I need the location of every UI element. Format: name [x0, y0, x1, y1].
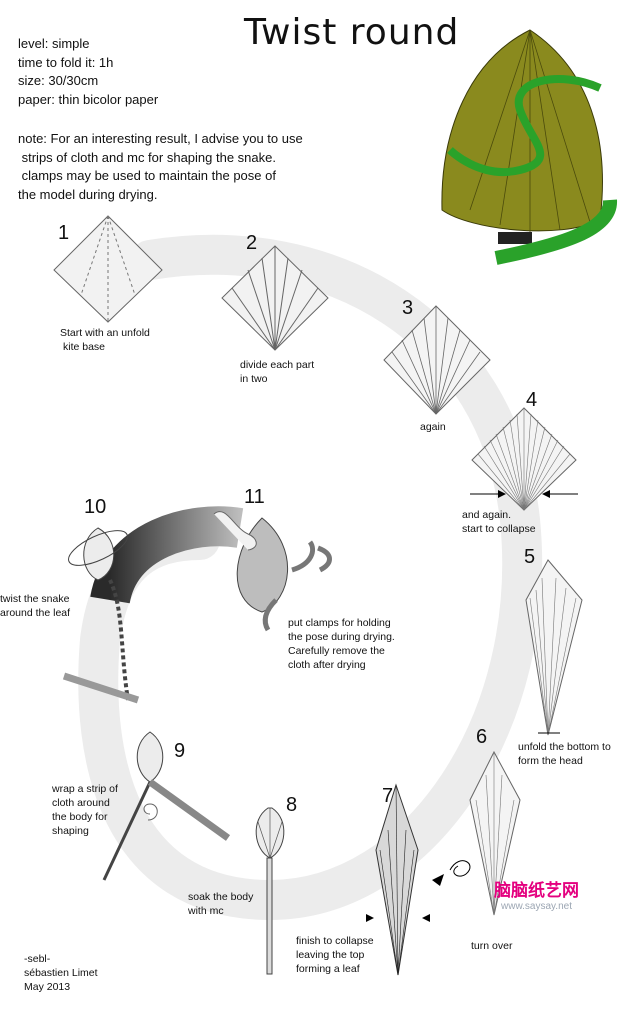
step-caption: unfold the bottom to form the head	[518, 740, 611, 768]
info-size: size: 30/30cm	[18, 73, 99, 88]
step-11-figure	[213, 511, 332, 632]
caption-line: Carefully remove the	[288, 645, 385, 657]
caption-line: form the head	[518, 755, 583, 767]
note-text: note: For an interesting result, I advis…	[18, 130, 378, 204]
caption-line: shaping	[52, 825, 89, 837]
caption-line: finish to collapse	[296, 935, 374, 947]
step-caption: turn over	[471, 939, 512, 953]
caption-line: start to collapse	[462, 523, 536, 535]
caption-line: the pose during drying.	[288, 631, 395, 643]
caption-line: and again.	[462, 509, 512, 521]
step-number: 10	[84, 496, 107, 518]
step-10-figure	[62, 527, 140, 704]
caption-line: in two	[240, 373, 268, 385]
step-number: 2	[246, 232, 258, 254]
note-line: strips of cloth and mc for shaping the s…	[18, 149, 276, 165]
step-number: 7	[382, 785, 394, 807]
step-caption: wrap a strip of cloth around the body fo…	[52, 782, 118, 838]
watermark-site-name: 脑脑纸艺网	[494, 881, 579, 900]
step-9-figure	[102, 731, 231, 881]
caption-line: around the leaf	[0, 607, 71, 619]
step-number: 6	[476, 726, 488, 748]
step-caption: divide each part in two	[240, 358, 314, 386]
caption-line: leaving the top	[296, 949, 365, 961]
watermark-url: www.saysay.net	[501, 901, 572, 912]
credit-line: sébastien Limet	[24, 967, 98, 979]
step-8-figure	[255, 807, 285, 975]
step-1-figure	[53, 215, 163, 323]
step-number: 8	[286, 794, 298, 816]
step-5-figure	[525, 559, 583, 736]
caption-line: cloth after drying	[288, 659, 366, 671]
step-caption: twist the snake around the leaf	[0, 592, 70, 620]
step-2-figure	[221, 245, 329, 351]
caption-line: forming a leaf	[296, 963, 360, 975]
step-7-figure	[366, 783, 430, 976]
step-caption: again	[420, 420, 446, 434]
credits: -sebl- sébastien Limet May 2013	[24, 952, 98, 994]
step-caption: finish to collapse leaving the top formi…	[296, 934, 374, 976]
step-3-figure	[383, 305, 491, 415]
caption-line: Start with an unfold	[60, 327, 150, 339]
info-time: time to fold it: 1h	[18, 54, 114, 70]
step-number: 11	[244, 486, 265, 508]
caption-line: again	[420, 421, 446, 433]
step-number: 4	[526, 389, 538, 411]
caption-line: turn over	[471, 940, 513, 952]
credit-line: -sebl-	[24, 953, 51, 965]
info-level: level: simple	[18, 36, 90, 51]
caption-line: put clamps for holding	[288, 617, 391, 629]
step-number: 1	[58, 222, 70, 244]
caption-line: divide each part	[240, 359, 315, 371]
caption-line: wrap a strip of	[52, 783, 118, 795]
note-line: note: For an interesting result, I advis…	[18, 131, 303, 146]
note-line: clamps may be used to maintain the pose …	[18, 168, 276, 183]
step-6-figure	[432, 750, 521, 916]
model-info: level: simple time to fold it: 1h size: …	[18, 35, 158, 109]
caption-line: twist the snake	[0, 593, 70, 605]
spiral-dark-band	[90, 506, 244, 605]
credit-line: May 2013	[24, 981, 71, 993]
step-caption: soak the body with mc	[188, 890, 253, 918]
info-paper: paper: thin bicolor paper	[18, 91, 159, 107]
step-caption: and again. start to collapse	[462, 508, 536, 536]
watermark: 脑脑纸艺网 www.saysay.net	[494, 876, 579, 912]
step-4-figure	[470, 407, 578, 511]
caption-line: soak the body	[188, 891, 254, 903]
step-number: 5	[524, 546, 536, 568]
final-model-figure	[441, 29, 617, 265]
step-caption: Start with an unfold kite base	[60, 326, 150, 354]
caption-line: cloth around	[52, 797, 110, 809]
step-number: 3	[402, 297, 414, 319]
caption-line: the body for	[52, 811, 108, 823]
page-title: Twist round	[244, 12, 460, 53]
caption-line: unfold the bottom to	[518, 741, 611, 753]
step-caption: put clamps for holding the pose during d…	[288, 616, 395, 672]
note-line: the model during drying.	[18, 186, 158, 202]
step-number: 9	[174, 740, 186, 762]
caption-line: kite base	[63, 341, 106, 353]
caption-line: with mc	[188, 905, 224, 917]
